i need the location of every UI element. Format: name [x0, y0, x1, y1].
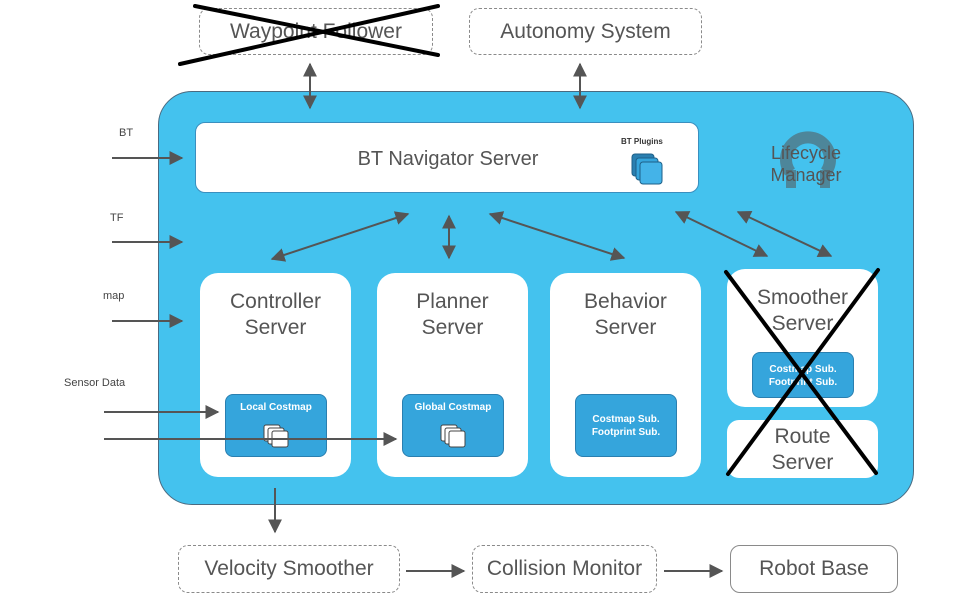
- velocity-smoother-box: Velocity Smoother: [178, 545, 400, 593]
- bt-navigator-server: BT Navigator Server BT Plugins: [195, 122, 699, 193]
- behavior-inner-line1: Costmap Sub.: [592, 414, 660, 425]
- planner-line2: Server: [421, 316, 484, 339]
- controller-server: Controller Server Local Costmap: [200, 273, 351, 477]
- robot-base-box: Robot Base: [730, 545, 898, 593]
- lifecycle-icon: [780, 131, 836, 188]
- planner-server-title: Planner Server: [377, 289, 528, 341]
- controller-line1: Controller: [229, 290, 322, 313]
- costmap-layers-icon: [263, 424, 289, 448]
- behavior-server-title: Behavior Server: [550, 289, 701, 341]
- lifecycle-line1: Lifecycle: [770, 143, 842, 163]
- smoother-line2: Server: [771, 312, 834, 335]
- robot-base-label: Robot Base: [759, 557, 869, 580]
- behavior-line1: Behavior: [584, 290, 667, 313]
- sensor-data-input-label: Sensor Data: [64, 377, 126, 389]
- route-server-title: Route Server: [727, 424, 878, 476]
- behavior-costmap-sub-box: Costmap Sub. Footprint Sub.: [575, 394, 677, 457]
- bt-navigator-title: BT Navigator Server: [357, 148, 539, 170]
- global-costmap-label: Global Costmap: [414, 402, 492, 413]
- lifecycle-line2: Manager: [770, 165, 842, 185]
- smoother-server-title: Smoother Server: [727, 285, 878, 337]
- behavior-inner-line2: Footprint Sub.: [591, 427, 661, 438]
- behavior-server: Behavior Server Costmap Sub. Footprint S…: [550, 273, 701, 477]
- map-input-label: map: [103, 290, 125, 302]
- route-line1: Route: [774, 425, 831, 448]
- lifecycle-manager-label: Lifecycle Manager: [760, 142, 852, 186]
- costmap-layers-icon: [440, 424, 466, 448]
- planner-line1: Planner: [416, 290, 489, 313]
- global-costmap-box: Global Costmap: [402, 394, 504, 457]
- waypoint-follower-label: Waypoint Follower: [230, 19, 402, 43]
- smoother-costmap-sub-box: Costmap Sub. Footprint Sub.: [752, 352, 854, 398]
- collision-monitor-label: Collision Monitor: [486, 557, 643, 580]
- smoother-line1: Smoother: [756, 286, 849, 309]
- route-server: Route Server: [727, 420, 878, 478]
- controller-line2: Server: [244, 316, 307, 339]
- collision-monitor-box: Collision Monitor: [472, 545, 657, 593]
- smoother-server: Smoother Server Costmap Sub. Footprint S…: [727, 269, 878, 407]
- controller-server-title: Controller Server: [200, 289, 351, 341]
- local-costmap-box: Local Costmap: [225, 394, 327, 457]
- velocity-smoother-label: Velocity Smoother: [204, 557, 374, 580]
- smoother-inner-line1: Costmap Sub.: [769, 364, 837, 375]
- planner-server: Planner Server Global Costmap: [377, 273, 528, 477]
- local-costmap-label: Local Costmap: [240, 402, 312, 413]
- tf-input-label: TF: [110, 212, 124, 224]
- autonomy-system-box: Autonomy System: [469, 8, 702, 55]
- bt-input-label: BT: [119, 127, 134, 139]
- autonomy-system-label: Autonomy System: [500, 19, 671, 43]
- bt-plugins-label: BT Plugins: [621, 137, 663, 146]
- behavior-line2: Server: [594, 316, 657, 339]
- bt-plugins-icon: [631, 153, 663, 185]
- waypoint-follower-box: Waypoint Follower: [199, 8, 433, 55]
- route-line2: Server: [771, 451, 834, 474]
- smoother-inner-line2: Footprint Sub.: [768, 377, 838, 388]
